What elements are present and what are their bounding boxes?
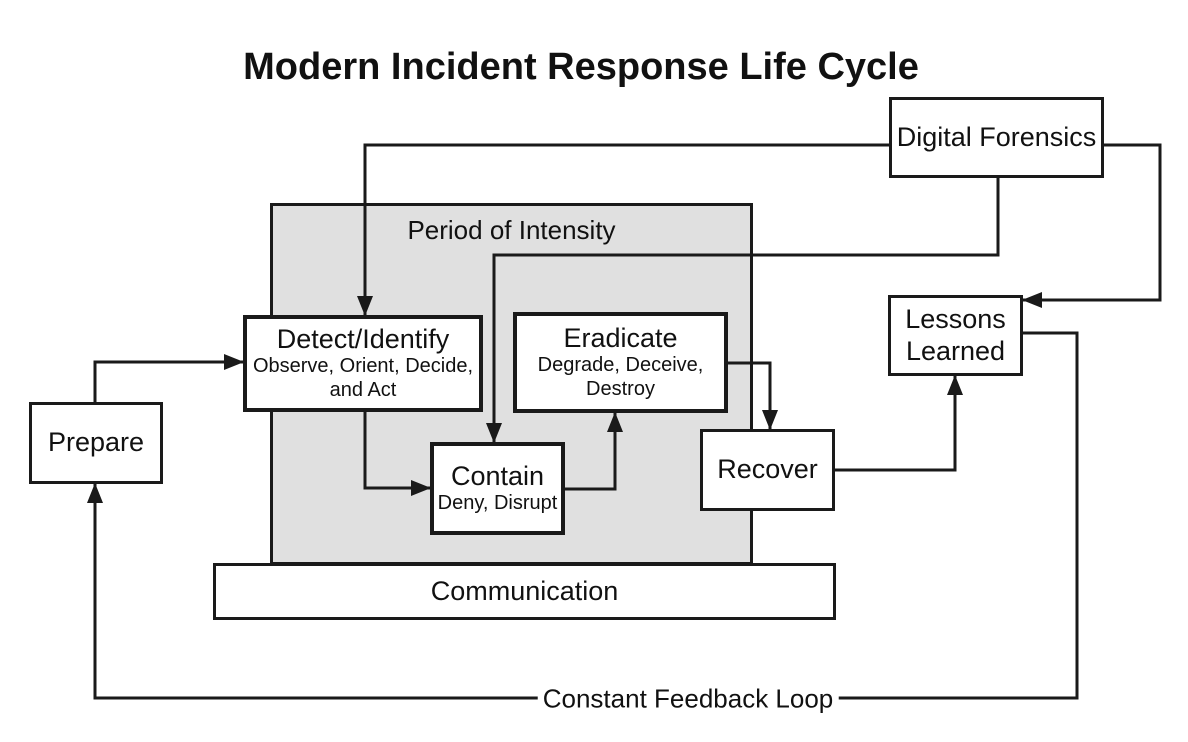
lessons-learned-label: Lessons Learned [905,304,1006,366]
arrow-eradicate-to-recover [728,361,778,430]
node-recover: Recover [700,429,835,511]
node-eradicate: Eradicate Degrade, Deceive, Destroy [513,312,728,413]
arrow-detect-to-contain [363,412,431,496]
arrow-forensics-to-contain [486,178,1000,443]
arrow-forensics-to-detect [357,143,889,316]
node-digital-forensics: Digital Forensics [889,97,1104,178]
node-contain: Contain Deny, Disrupt [430,442,565,535]
detect-identify-sublabel: Observe, Orient, Decide, and Act [252,355,474,402]
node-lessons-learned: Lessons Learned [888,295,1023,376]
arrow-feedback-loop-to-prepare [87,331,1079,700]
period-of-intensity-label: Period of Intensity [407,215,616,245]
node-prepare: Prepare [29,402,163,484]
eradicate-sublabel: Degrade, Deceive, Destroy [537,354,704,401]
contain-sublabel: Deny, Disrupt [437,492,558,515]
constant-feedback-loop-label: Constant Feedback Loop [537,683,839,715]
node-communication: Communication [213,563,836,620]
arrow-recover-to-lessons-learned [835,375,963,472]
arrow-contain-to-eradicate [565,412,623,491]
communication-label: Communication [430,575,619,606]
eradicate-label: Eradicate [563,323,678,354]
page-title: Modern Incident Response Life Cycle [243,46,919,88]
prepare-label: Prepare [47,427,145,458]
arrow-forensics-to-lessons-learned [1022,143,1162,308]
detect-identify-label: Detect/Identify [276,324,450,355]
digital-forensics-label: Digital Forensics [896,121,1097,152]
recover-label: Recover [717,454,818,485]
node-detect-identify: Detect/Identify Observe, Orient, Decide,… [243,315,483,412]
contain-label: Contain [450,461,545,492]
arrow-prepare-to-detect [93,354,244,402]
